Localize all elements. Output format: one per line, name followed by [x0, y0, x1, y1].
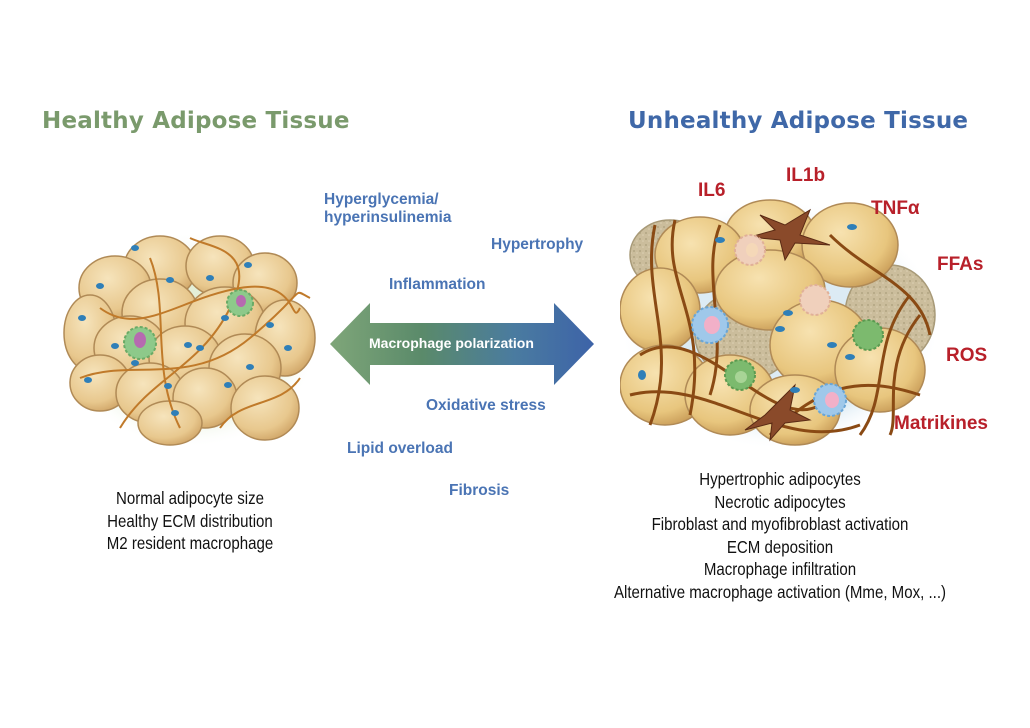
arrow-label: Macrophage polarization	[369, 335, 534, 351]
m2-macrophage-icon	[123, 289, 254, 360]
factor-inflammation: Inflammation	[389, 276, 486, 293]
mme-macrophage-icon	[734, 234, 831, 316]
macrophage-polarization-arrow	[330, 303, 594, 385]
mox-macrophage-icon	[724, 319, 884, 391]
factor-fibrosis: Fibrosis	[449, 482, 510, 499]
cytokine-ros: ROS	[946, 345, 988, 366]
unhealthy-features-list: Hypertrophic adipocytes Necrotic adipocy…	[565, 468, 995, 603]
unhealthy-tissue-illustration	[620, 199, 940, 450]
unhealthy-feature: Necrotic adipocytes	[714, 491, 846, 512]
nucleus-dots	[78, 245, 292, 416]
unhealthy-feature: ECM deposition	[726, 536, 834, 557]
m1-macrophage-icon	[691, 306, 847, 417]
healthy-title: Healthy Adipose Tissue	[42, 108, 350, 134]
healthy-feature: Healthy ECM distribution	[107, 510, 273, 531]
unhealthy-title: Unhealthy Adipose Tissue	[628, 108, 969, 134]
unhealthy-feature: Alternative macrophage activation (Mme, …	[613, 581, 947, 602]
unhealthy-feature: Macrophage infiltration	[703, 559, 857, 579]
cytokine-tnfa: TNFα	[871, 198, 920, 219]
cytokine-il6: IL6	[698, 180, 726, 201]
cytokine-matrikines: Matrikines	[894, 413, 988, 434]
unhealthy-feature: Fibroblast and myofibroblast activation	[651, 514, 909, 534]
nucleus-dots	[638, 224, 857, 393]
healthy-feature: M2 resident macrophage	[106, 533, 274, 553]
factor-oxidative-stress: Oxidative stress	[426, 397, 546, 414]
healthy-feature: Normal adipocyte size	[115, 488, 265, 508]
factor-lipid-overload: Lipid overload	[347, 440, 453, 457]
factor-hyperinsulinemia: hyperinsulinemia	[324, 209, 452, 226]
healthy-features-list: Normal adipocyte size Healthy ECM distri…	[78, 487, 302, 555]
unhealthy-feature: Hypertrophic adipocytes	[699, 469, 861, 489]
fibroblast-icon	[744, 208, 831, 442]
cytokine-ffas: FFAs	[937, 254, 984, 275]
factor-hyperglycemia: Hyperglycemia/	[324, 191, 439, 208]
factor-hypertrophy: Hypertrophy	[491, 236, 584, 253]
cytokine-il1b: IL1b	[786, 165, 826, 186]
healthy-tissue-illustration	[62, 232, 318, 448]
